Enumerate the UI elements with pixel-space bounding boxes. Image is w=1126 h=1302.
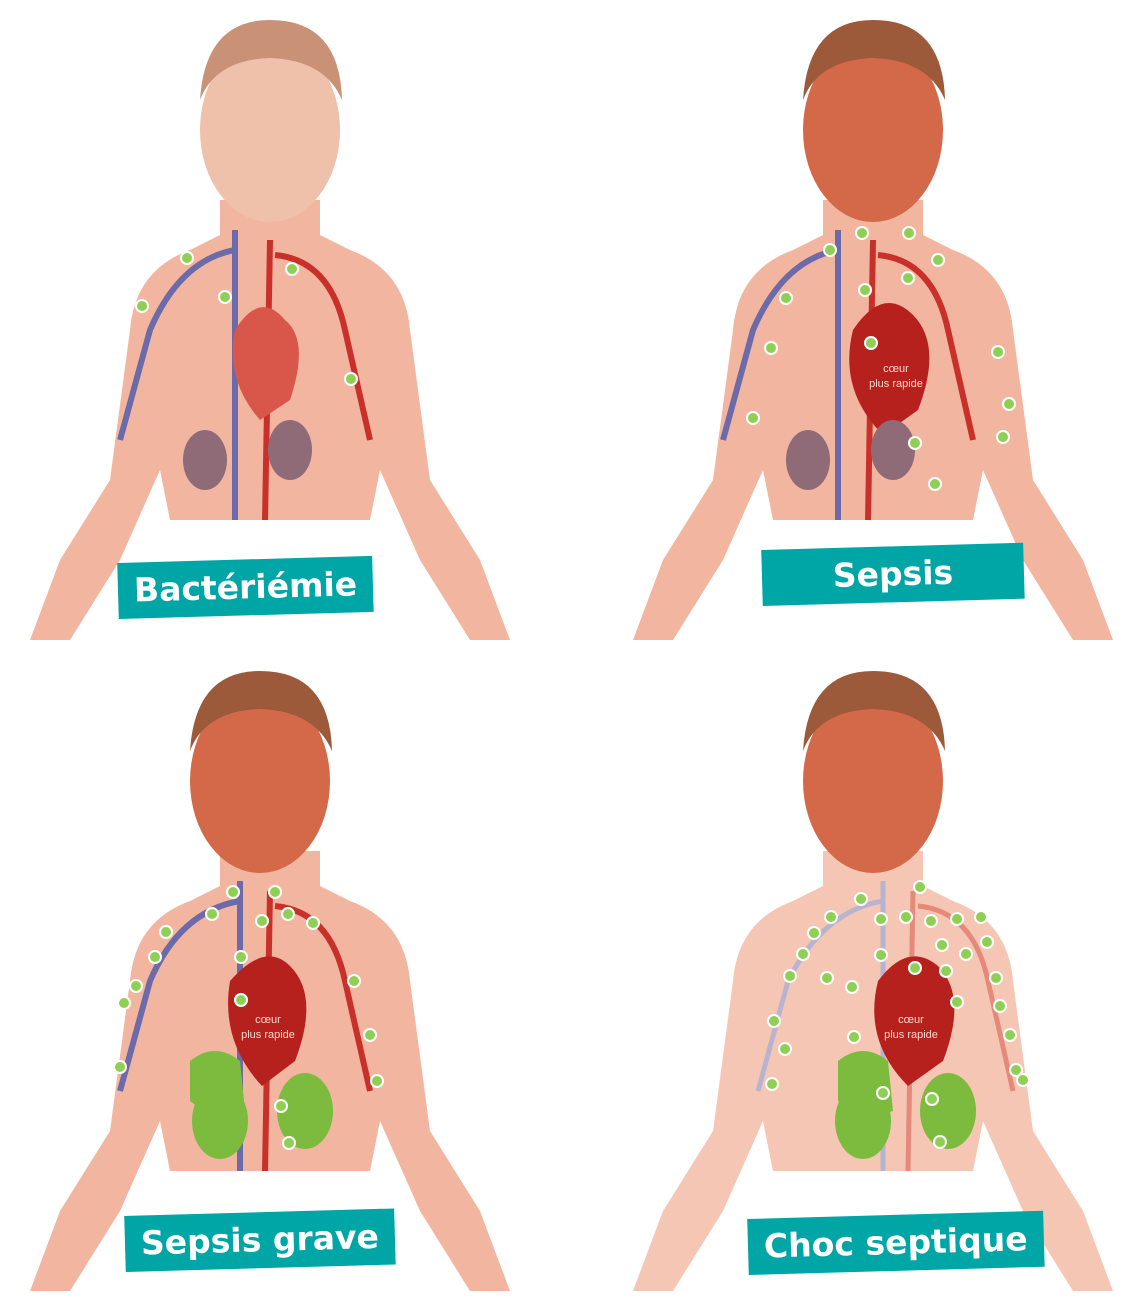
heart-label-line1: cœur <box>898 1014 924 1026</box>
kidney-right <box>871 420 915 480</box>
kidney-right <box>920 1073 976 1149</box>
stage-label: Bactériémie <box>117 556 374 619</box>
kidney-left <box>183 430 227 490</box>
heart-label-line1: cœur <box>255 1014 281 1026</box>
body-illustration <box>0 0 563 651</box>
panel-choc-septique: cœur plus rapide Choc septique <box>563 651 1126 1302</box>
kidney-left <box>192 1083 248 1159</box>
heart-label-line2: plus rapide <box>884 1029 938 1041</box>
heart-label-line2: plus rapide <box>869 378 923 390</box>
stage-label: Sepsis grave <box>124 1208 395 1272</box>
body-illustration: cœur plus rapide <box>0 651 563 1302</box>
kidney-right <box>268 420 312 480</box>
heart-label-line2: plus rapide <box>241 1029 295 1041</box>
stage-label: Sepsis <box>761 543 1024 606</box>
kidney-left <box>786 430 830 490</box>
panel-sepsis-grave: cœur plus rapide Sepsis grave <box>0 651 563 1302</box>
body-illustration: cœur plus rapide <box>563 651 1126 1302</box>
heart-label-line1: cœur <box>883 363 909 375</box>
panel-bacteriemie: Bactériémie <box>0 0 563 651</box>
panel-sepsis: cœur plus rapide Sepsis <box>563 0 1126 651</box>
stage-label: Choc septique <box>747 1211 1044 1275</box>
